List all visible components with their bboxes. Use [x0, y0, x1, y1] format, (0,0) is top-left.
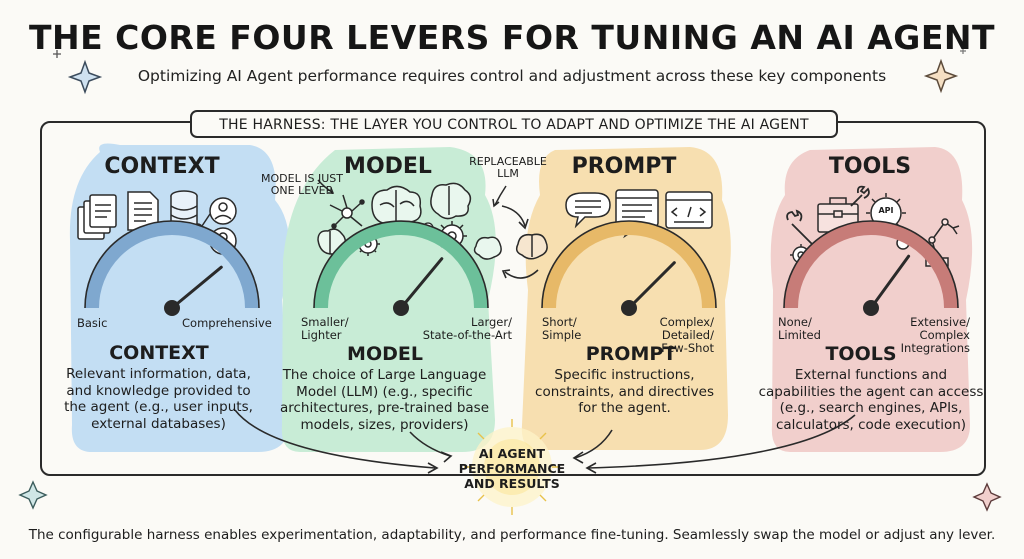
- sparkle-icon: [972, 482, 1002, 512]
- brain-icon: [515, 233, 548, 260]
- lever-description-context: Relevant information, data, and knowledg…: [64, 366, 253, 432]
- sparkle-icon: [960, 48, 966, 54]
- swap-arrows-icon: [501, 205, 539, 279]
- gauge-high-label-context: Comprehensive: [182, 316, 272, 330]
- sparkle-icon: [53, 50, 61, 58]
- lever-title-model: MODEL: [344, 154, 432, 179]
- footer-caption: The configurable harness enables experim…: [28, 527, 996, 543]
- gauge-needle-context: [170, 265, 223, 310]
- gauge-low-label-context: Basic: [77, 316, 108, 330]
- flow-arrows: [234, 409, 856, 474]
- gauge-arc-model: [314, 221, 488, 309]
- gauge-hub-prompt: [621, 300, 637, 316]
- lever-title-prompt: PROMPT: [571, 154, 677, 179]
- outcome-glow: [464, 419, 560, 515]
- api-label: API: [878, 206, 894, 215]
- gauge-needle-tools: [869, 254, 911, 310]
- gauge-low-label-tools: None/ Limited: [778, 315, 821, 342]
- lever-subtitle-context: CONTEXT: [109, 342, 209, 364]
- model-panel: [281, 147, 496, 452]
- gauge-low-label-prompt: Short/ Simple: [542, 315, 582, 342]
- gauge-high-label-prompt: Complex/ Detailed/ Few-Shot: [659, 315, 714, 355]
- lever-subtitle-tools: TOOLS: [825, 343, 897, 365]
- gauge-low-label-model: Smaller/ Lighter: [301, 315, 349, 342]
- sparkle-icon: [67, 59, 103, 95]
- harness-label: THE HARNESS: THE LAYER YOU CONTROL TO AD…: [190, 110, 838, 138]
- gauge-hub-tools: [863, 300, 879, 316]
- gauge-arc-tools: [784, 221, 958, 309]
- brain-icon: [430, 182, 472, 220]
- document-icon: [127, 191, 159, 231]
- outcome-label: AI AGENT PERFORMANCE AND RESULTS: [458, 446, 566, 491]
- context-panel: [69, 143, 290, 452]
- sparkle-icon: [18, 480, 48, 510]
- lever-subtitle-prompt: PROMPT: [585, 343, 677, 365]
- text-window-icon: [615, 189, 659, 239]
- model-lever-note: MODEL IS JUST ONE LEVER: [261, 172, 343, 197]
- gauge-outline-context: [84, 220, 260, 309]
- gauge-arc-context: [85, 221, 259, 309]
- gauge-outline-prompt: [541, 220, 717, 309]
- lever-title-context: CONTEXT: [104, 154, 220, 179]
- note-arrow-icon: [317, 179, 507, 208]
- neural-network-icon: [329, 194, 365, 229]
- replaceable-llm-note: REPLACEABLE LLM: [469, 155, 547, 180]
- toolbox-icon: [817, 197, 859, 233]
- gauge-outline-model: [313, 220, 489, 309]
- gauge-arc-prompt: [542, 221, 716, 309]
- code-window-icon: [665, 191, 713, 229]
- database-icon: [170, 190, 198, 229]
- page-subtitle: Optimizing AI Agent performance requires…: [137, 67, 887, 85]
- sparkle-icon: [923, 58, 959, 94]
- lever-subtitle-model: MODEL: [347, 343, 423, 365]
- lever-description-prompt: Specific instructions, constraints, and …: [535, 367, 714, 416]
- lever-description-model: The choice of Large Language Model (LLM)…: [279, 367, 490, 433]
- brain-icon: [473, 236, 502, 260]
- lever-description-tools: External functions and capabilities the …: [758, 367, 984, 433]
- gauge-high-label-model: Larger/ State-of-the-Art: [422, 315, 512, 342]
- documents-icon: [77, 194, 117, 240]
- page-title: THE CORE FOUR LEVERS FOR TUNING AN AI AG…: [28, 18, 996, 57]
- wrench-icon: [786, 185, 870, 245]
- gauge-outline-tools: [783, 220, 959, 309]
- gauge-needle-prompt: [627, 261, 676, 310]
- gauge-needle-model: [399, 257, 444, 310]
- gauge-hub-context: [164, 300, 180, 316]
- gauge-high-label-tools: Extensive/ Complex Integrations: [900, 315, 970, 355]
- lever-title-tools: TOOLS: [828, 154, 912, 179]
- brain-icon: [371, 185, 422, 228]
- speech-bubble-icon: [565, 192, 611, 229]
- gauge-hub-model: [393, 300, 409, 316]
